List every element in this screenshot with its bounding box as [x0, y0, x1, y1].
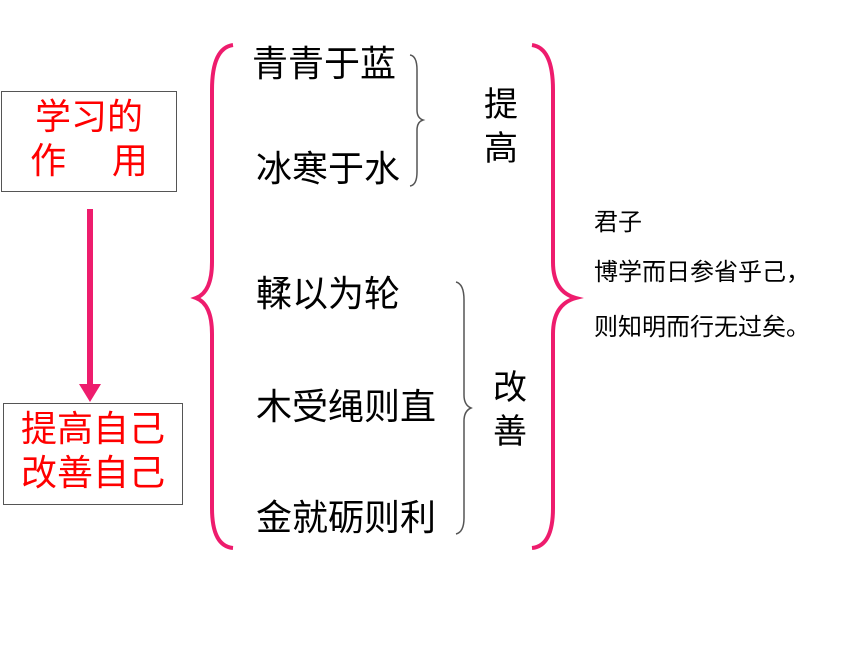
quote-line-3: 则知明而行无过矣。 — [594, 313, 810, 341]
small-brace-improve — [409, 54, 426, 187]
phrase-4: 木受绳则直 — [256, 387, 437, 428]
result-line-2: 改善自己 — [20, 453, 165, 494]
purpose-box: 学习的 作 用 — [1, 91, 177, 192]
phrase-2: 冰寒于水 — [256, 149, 401, 190]
phrase-3: 輮以为轮 — [256, 274, 401, 315]
group-label-improve: 提高 — [484, 85, 518, 169]
result-box: 提高自己 改善自己 — [3, 403, 183, 505]
result-line-1: 提高自己 — [20, 409, 165, 450]
left-big-brace — [190, 43, 234, 550]
purpose-line-2: 作 用 — [30, 141, 148, 182]
small-brace-better — [455, 281, 473, 535]
down-arrow-head — [79, 384, 101, 402]
right-big-brace — [531, 43, 584, 550]
group-label-better: 改善 — [493, 368, 527, 452]
quote-line-1: 君子 — [594, 208, 642, 236]
purpose-line-1: 学习的 — [34, 97, 143, 138]
phrase-5: 金就砺则利 — [256, 498, 437, 539]
quote-line-2: 博学而日参省乎己， — [594, 258, 810, 286]
phrase-1: 青青于蓝 — [252, 44, 397, 85]
